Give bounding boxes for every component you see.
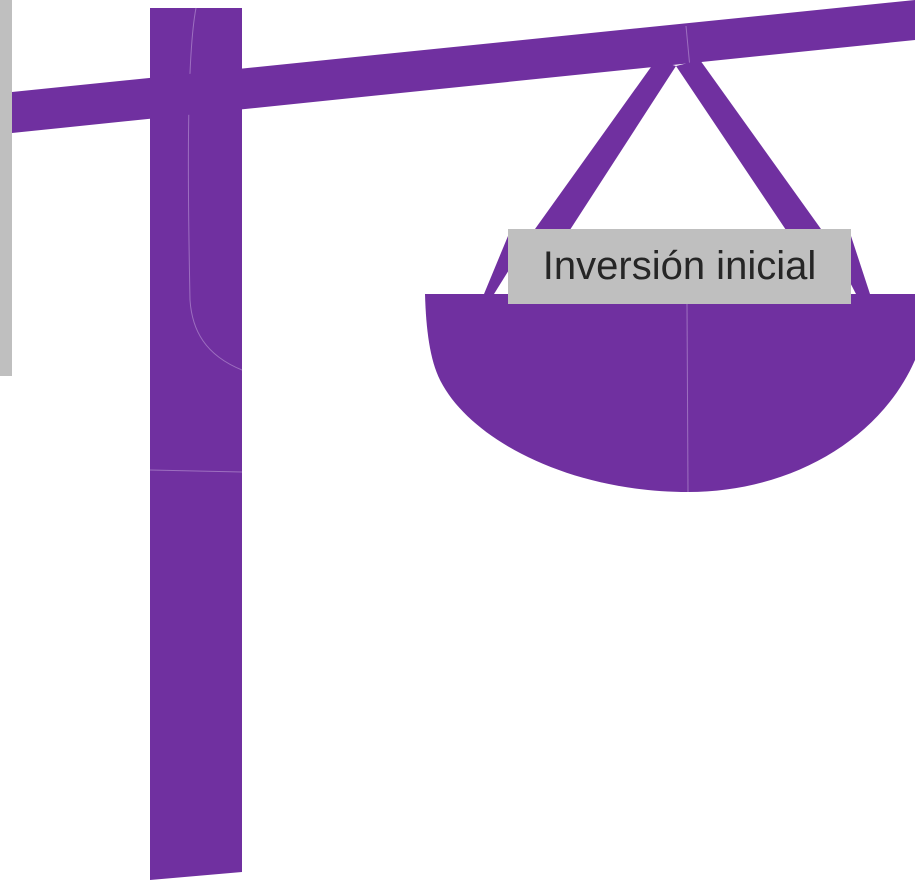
post-seam-curve [187, 7, 243, 371]
pan-label: Inversión inicial [508, 229, 851, 304]
hanger-left-arm [530, 60, 676, 236]
hanger-right-arm [676, 60, 826, 236]
scale-post [150, 8, 242, 880]
beam-seam [685, 25, 691, 69]
scale-beam [12, 0, 915, 133]
pan-seam [686, 303, 689, 493]
side-bar [0, 0, 12, 376]
post-seam-horizontal [149, 469, 243, 473]
pan-label-text: Inversión inicial [542, 244, 817, 288]
scale-pan [425, 294, 915, 492]
